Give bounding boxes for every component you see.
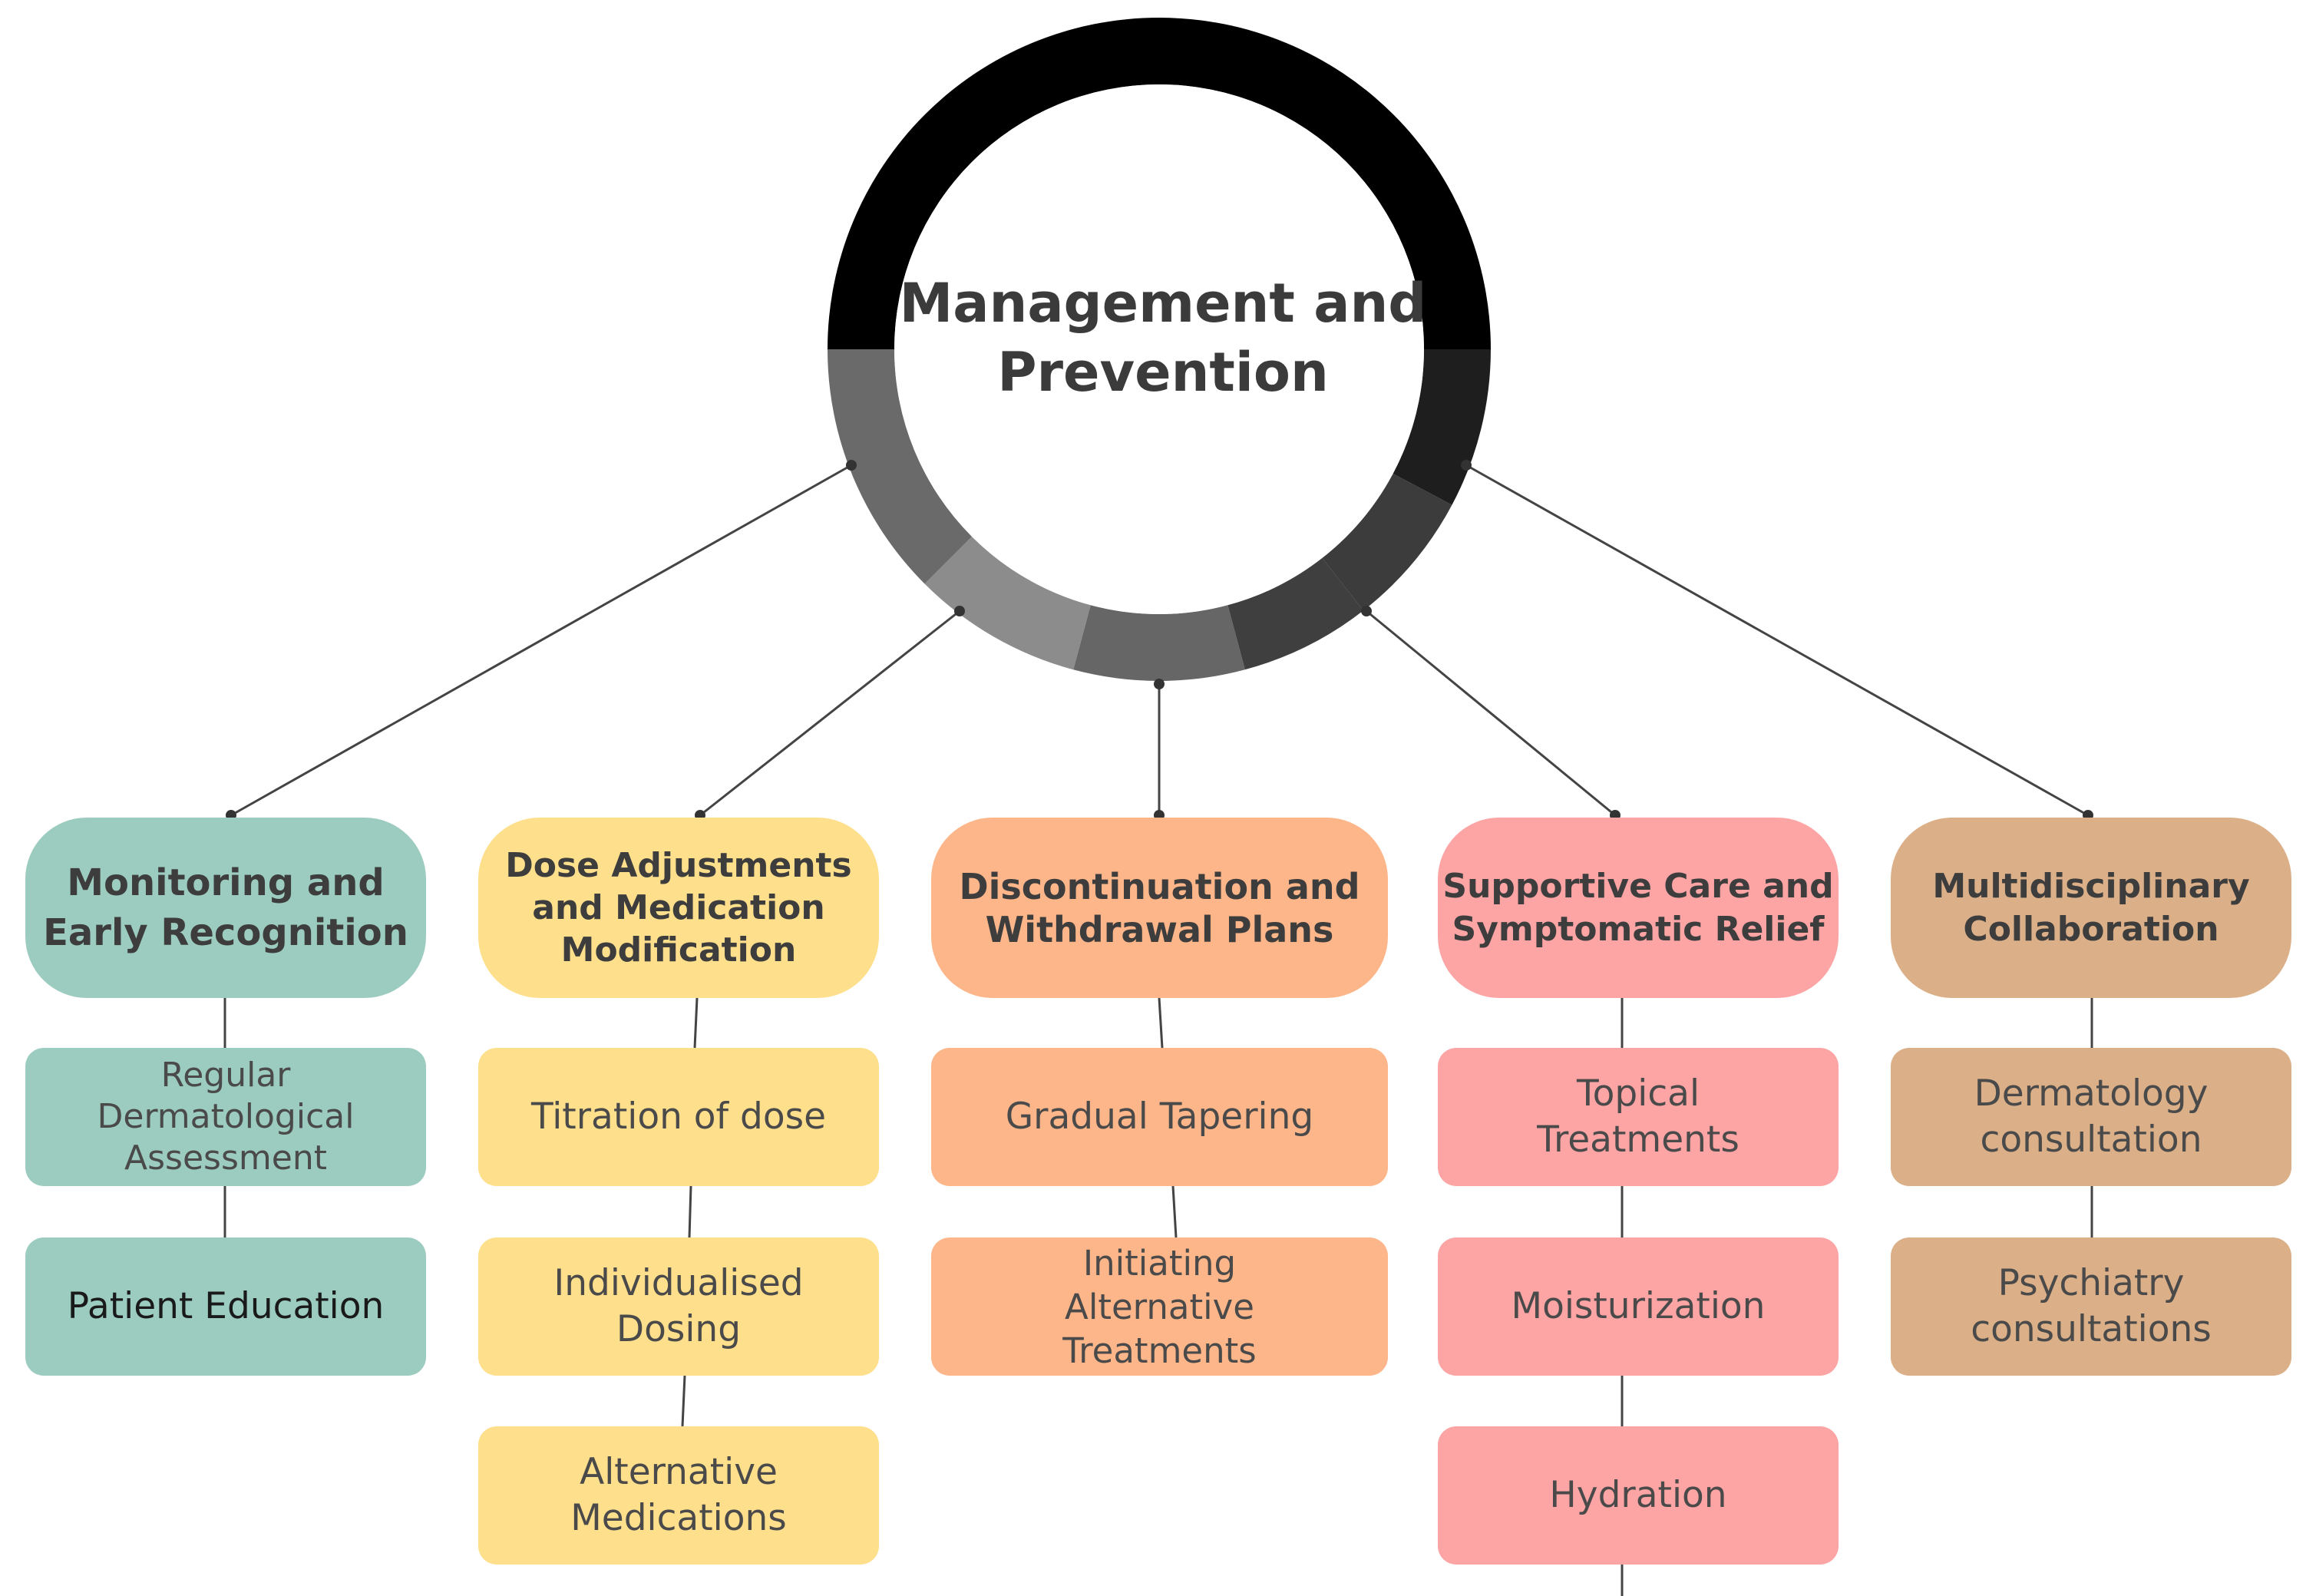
ring-segment xyxy=(924,536,1091,670)
connector-dot xyxy=(1461,460,1472,471)
item-line: Alternative xyxy=(580,1451,778,1493)
ring-segment-top xyxy=(828,18,1491,349)
heading-line: Collaboration xyxy=(1963,909,2219,949)
ring-segment xyxy=(1227,557,1363,670)
heading-line: Discontinuation and xyxy=(959,865,1360,907)
item-individualised-dosing: Individualised Dosing xyxy=(478,1237,879,1376)
center-title: Management and Prevention xyxy=(848,269,1478,407)
heading-line: Early Recognition xyxy=(43,910,408,954)
center-title-line2: Prevention xyxy=(997,341,1329,404)
connector-vertical xyxy=(1158,997,1164,1049)
item-patient-education: Patient Education xyxy=(25,1237,426,1376)
connector-dot xyxy=(846,460,857,471)
heading-line: Monitoring and xyxy=(67,861,385,904)
heading-line: Dose Adjustments xyxy=(505,846,852,885)
heading-line: Modification xyxy=(560,930,797,970)
ring-segment xyxy=(1073,605,1245,681)
connector-vertical xyxy=(681,1375,686,1427)
item-line: Dosing xyxy=(616,1308,742,1350)
connector-dot xyxy=(1361,606,1372,616)
connector-dot xyxy=(1154,679,1165,689)
item-psychiatry-consultations: Psychiatry consultations xyxy=(1891,1237,2291,1376)
ring-segment xyxy=(828,349,973,584)
item-line: consultation xyxy=(1980,1119,2202,1161)
heading-line: Supportive Care and xyxy=(1442,866,1834,906)
heading-line: Withdrawal Plans xyxy=(985,908,1334,950)
item-line: Gradual Tapering xyxy=(1005,1095,1314,1138)
item-dermatology-consultation: Dermatology consultation xyxy=(1891,1048,2291,1186)
connector-supportive xyxy=(1366,610,1616,817)
item-line: Initiating xyxy=(1082,1242,1237,1284)
heading-discontinuation: Discontinuation and Withdrawal Plans xyxy=(931,818,1388,998)
item-line: Topical xyxy=(1576,1072,1700,1115)
heading-monitoring: Monitoring and Early Recognition xyxy=(25,818,426,998)
item-line: Patient Education xyxy=(67,1285,385,1327)
connector-dot xyxy=(954,606,965,616)
item-line: Assessment xyxy=(124,1138,327,1178)
item-line: Dermatology xyxy=(1974,1072,2209,1115)
item-line: Titration of dose xyxy=(530,1095,827,1138)
item-hydration: Hydration xyxy=(1438,1426,1839,1565)
heading-dose: Dose Adjustments and Medication Modifica… xyxy=(478,818,879,998)
heading-line: Multidisciplinary xyxy=(1932,866,2250,906)
item-line: Treatments xyxy=(1537,1119,1739,1161)
item-line: Psychiatry xyxy=(1997,1262,2185,1304)
connector-monitoring xyxy=(230,464,852,817)
connector-vertical xyxy=(1171,1185,1178,1238)
item-regular-dermatological-assessment: Regular Dermatological Assessment xyxy=(25,1048,426,1186)
ring-center xyxy=(894,84,1424,614)
item-alternative-medications: Alternative Medications xyxy=(478,1426,879,1565)
item-line: Medications xyxy=(570,1497,787,1539)
heading-multidisciplinary: Multidisciplinary Collaboration xyxy=(1891,818,2291,998)
heading-supportive: Supportive Care and Symptomatic Relief xyxy=(1438,818,1839,998)
connector-vertical xyxy=(693,997,699,1049)
heading-line: and Medication xyxy=(532,888,825,927)
center-ring xyxy=(828,18,1491,681)
heading-line: Symptomatic Relief xyxy=(1452,909,1825,949)
connector-dose xyxy=(699,610,960,817)
item-titration-of-dose: Titration of dose xyxy=(478,1048,879,1186)
item-topical-treatments: Topical Treatments xyxy=(1438,1048,1839,1186)
item-initiating-alternative-treatments: Initiating Alternative Treatments xyxy=(931,1237,1388,1376)
connector-multidisciplinary xyxy=(1465,464,2089,817)
item-line: Hydration xyxy=(1549,1474,1727,1516)
item-line: Individualised xyxy=(553,1262,804,1304)
item-line: Moisturization xyxy=(1511,1285,1766,1327)
ring-segment xyxy=(1322,473,1452,611)
item-line: Treatments xyxy=(1062,1330,1257,1371)
item-moisturization: Moisturization xyxy=(1438,1237,1839,1376)
item-line: Regular xyxy=(160,1056,291,1095)
center-title-line1: Management and xyxy=(899,272,1427,335)
item-line: Dermatological xyxy=(97,1097,355,1136)
item-line: Alternative xyxy=(1065,1286,1254,1327)
item-gradual-tapering: Gradual Tapering xyxy=(931,1048,1388,1186)
connector-vertical xyxy=(688,1185,692,1238)
item-line: consultations xyxy=(1971,1308,2212,1350)
